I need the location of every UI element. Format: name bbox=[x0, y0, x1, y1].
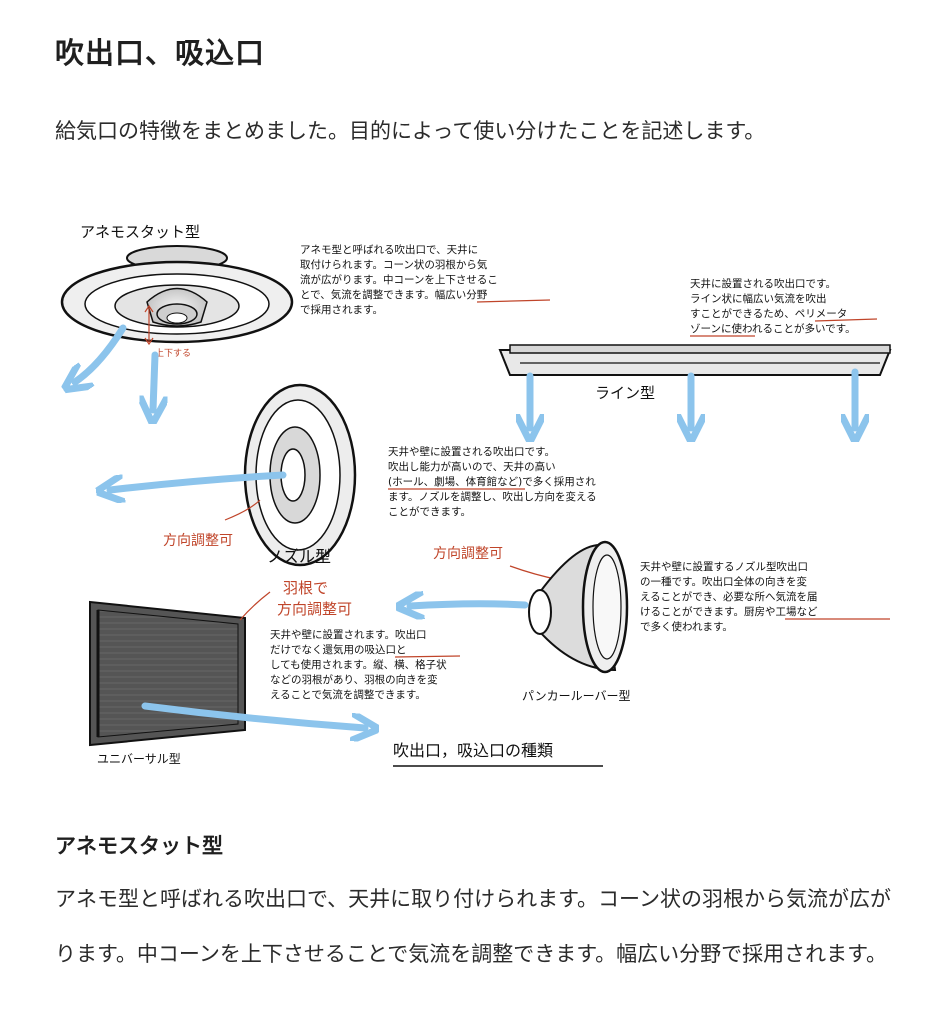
airflow-arrow bbox=[153, 351, 155, 410]
nozzle-label: ノズル型 bbox=[267, 547, 331, 566]
air-outlet-diagram: アネモスタット型 上下する アネモ型と呼ばれる吹出口で、天井に 取付けられます。… bbox=[55, 200, 895, 775]
airflow-arrow bbox=[110, 471, 287, 490]
line-description: 天井に設置される吹出口です。 ライン状に幅広い気流を吹出 すことができるため、ペ… bbox=[690, 277, 856, 335]
punkah-label: パンカールーバー型 bbox=[522, 689, 630, 703]
nozzle-note: 方向調整可 bbox=[163, 533, 233, 549]
figure-caption: 吹出口，吸込口の種類 bbox=[393, 741, 553, 760]
anemostat-description: アネモ型と呼ばれる吹出口で、天井に 取付けられます。コーン状の羽根から気 流が広… bbox=[300, 243, 501, 316]
universal-description: 天井や壁に設置されます。吹出口 だけでなく還気用の吸込口と しても使用されます。… bbox=[270, 628, 450, 701]
airflow-arrow bbox=[141, 702, 365, 728]
universal-note: 羽根で 方向調整可 bbox=[277, 579, 352, 618]
page-title: 吹出口、吸込口 bbox=[55, 36, 266, 70]
anemostat-arrow-note: 上下する bbox=[155, 348, 191, 359]
airflow-arrow bbox=[410, 604, 529, 606]
airflow-arrow bbox=[75, 324, 127, 382]
nozzle-diffuser: 方向調整可 ノズル型 天井や壁に設置される吹出口です。 吹出し能力が高いので、天… bbox=[110, 383, 600, 567]
universal-label: ユニバーサル型 bbox=[97, 752, 181, 766]
line-label: ライン型 bbox=[595, 384, 655, 402]
nozzle-description: 天井や壁に設置される吹出口です。 吹出し能力が高いので、天井の高い (ホール、劇… bbox=[388, 445, 600, 518]
universal-grille: 羽根で 方向調整可 天井や壁に設置されます。吹出口 だけでなく還気用の吸込口と … bbox=[89, 579, 461, 766]
section-heading: アネモスタット型 bbox=[55, 834, 223, 858]
line-diffuser: 天井に設置される吹出口です。 ライン状に幅広い気流を吹出 すことができるため、ペ… bbox=[498, 277, 892, 428]
punkah-note: 方向調整可 bbox=[433, 546, 503, 562]
section-body: アネモ型と呼ばれる吹出口で、天井に取り付けられます。コーン状の羽根から気流が広が… bbox=[55, 887, 892, 966]
punkah-description: 天井や壁に設置するノズル型吹出口 の一種です。吹出口全体の向きを変 えることがで… bbox=[640, 560, 821, 633]
anemostat-label: アネモスタット型 bbox=[80, 223, 200, 241]
intro-paragraph: 給気口の特徴をまとめました。目的によって使い分けたことを記述します。 bbox=[55, 119, 766, 143]
punkah-louver: 方向調整可 パンカールーバー型 天井や壁に設置するノズル型吹出口 の一種です。吹… bbox=[410, 540, 890, 703]
anemostat-diffuser: アネモスタット型 上下する アネモ型と呼ばれる吹出口で、天井に 取付けられます。… bbox=[62, 223, 551, 410]
